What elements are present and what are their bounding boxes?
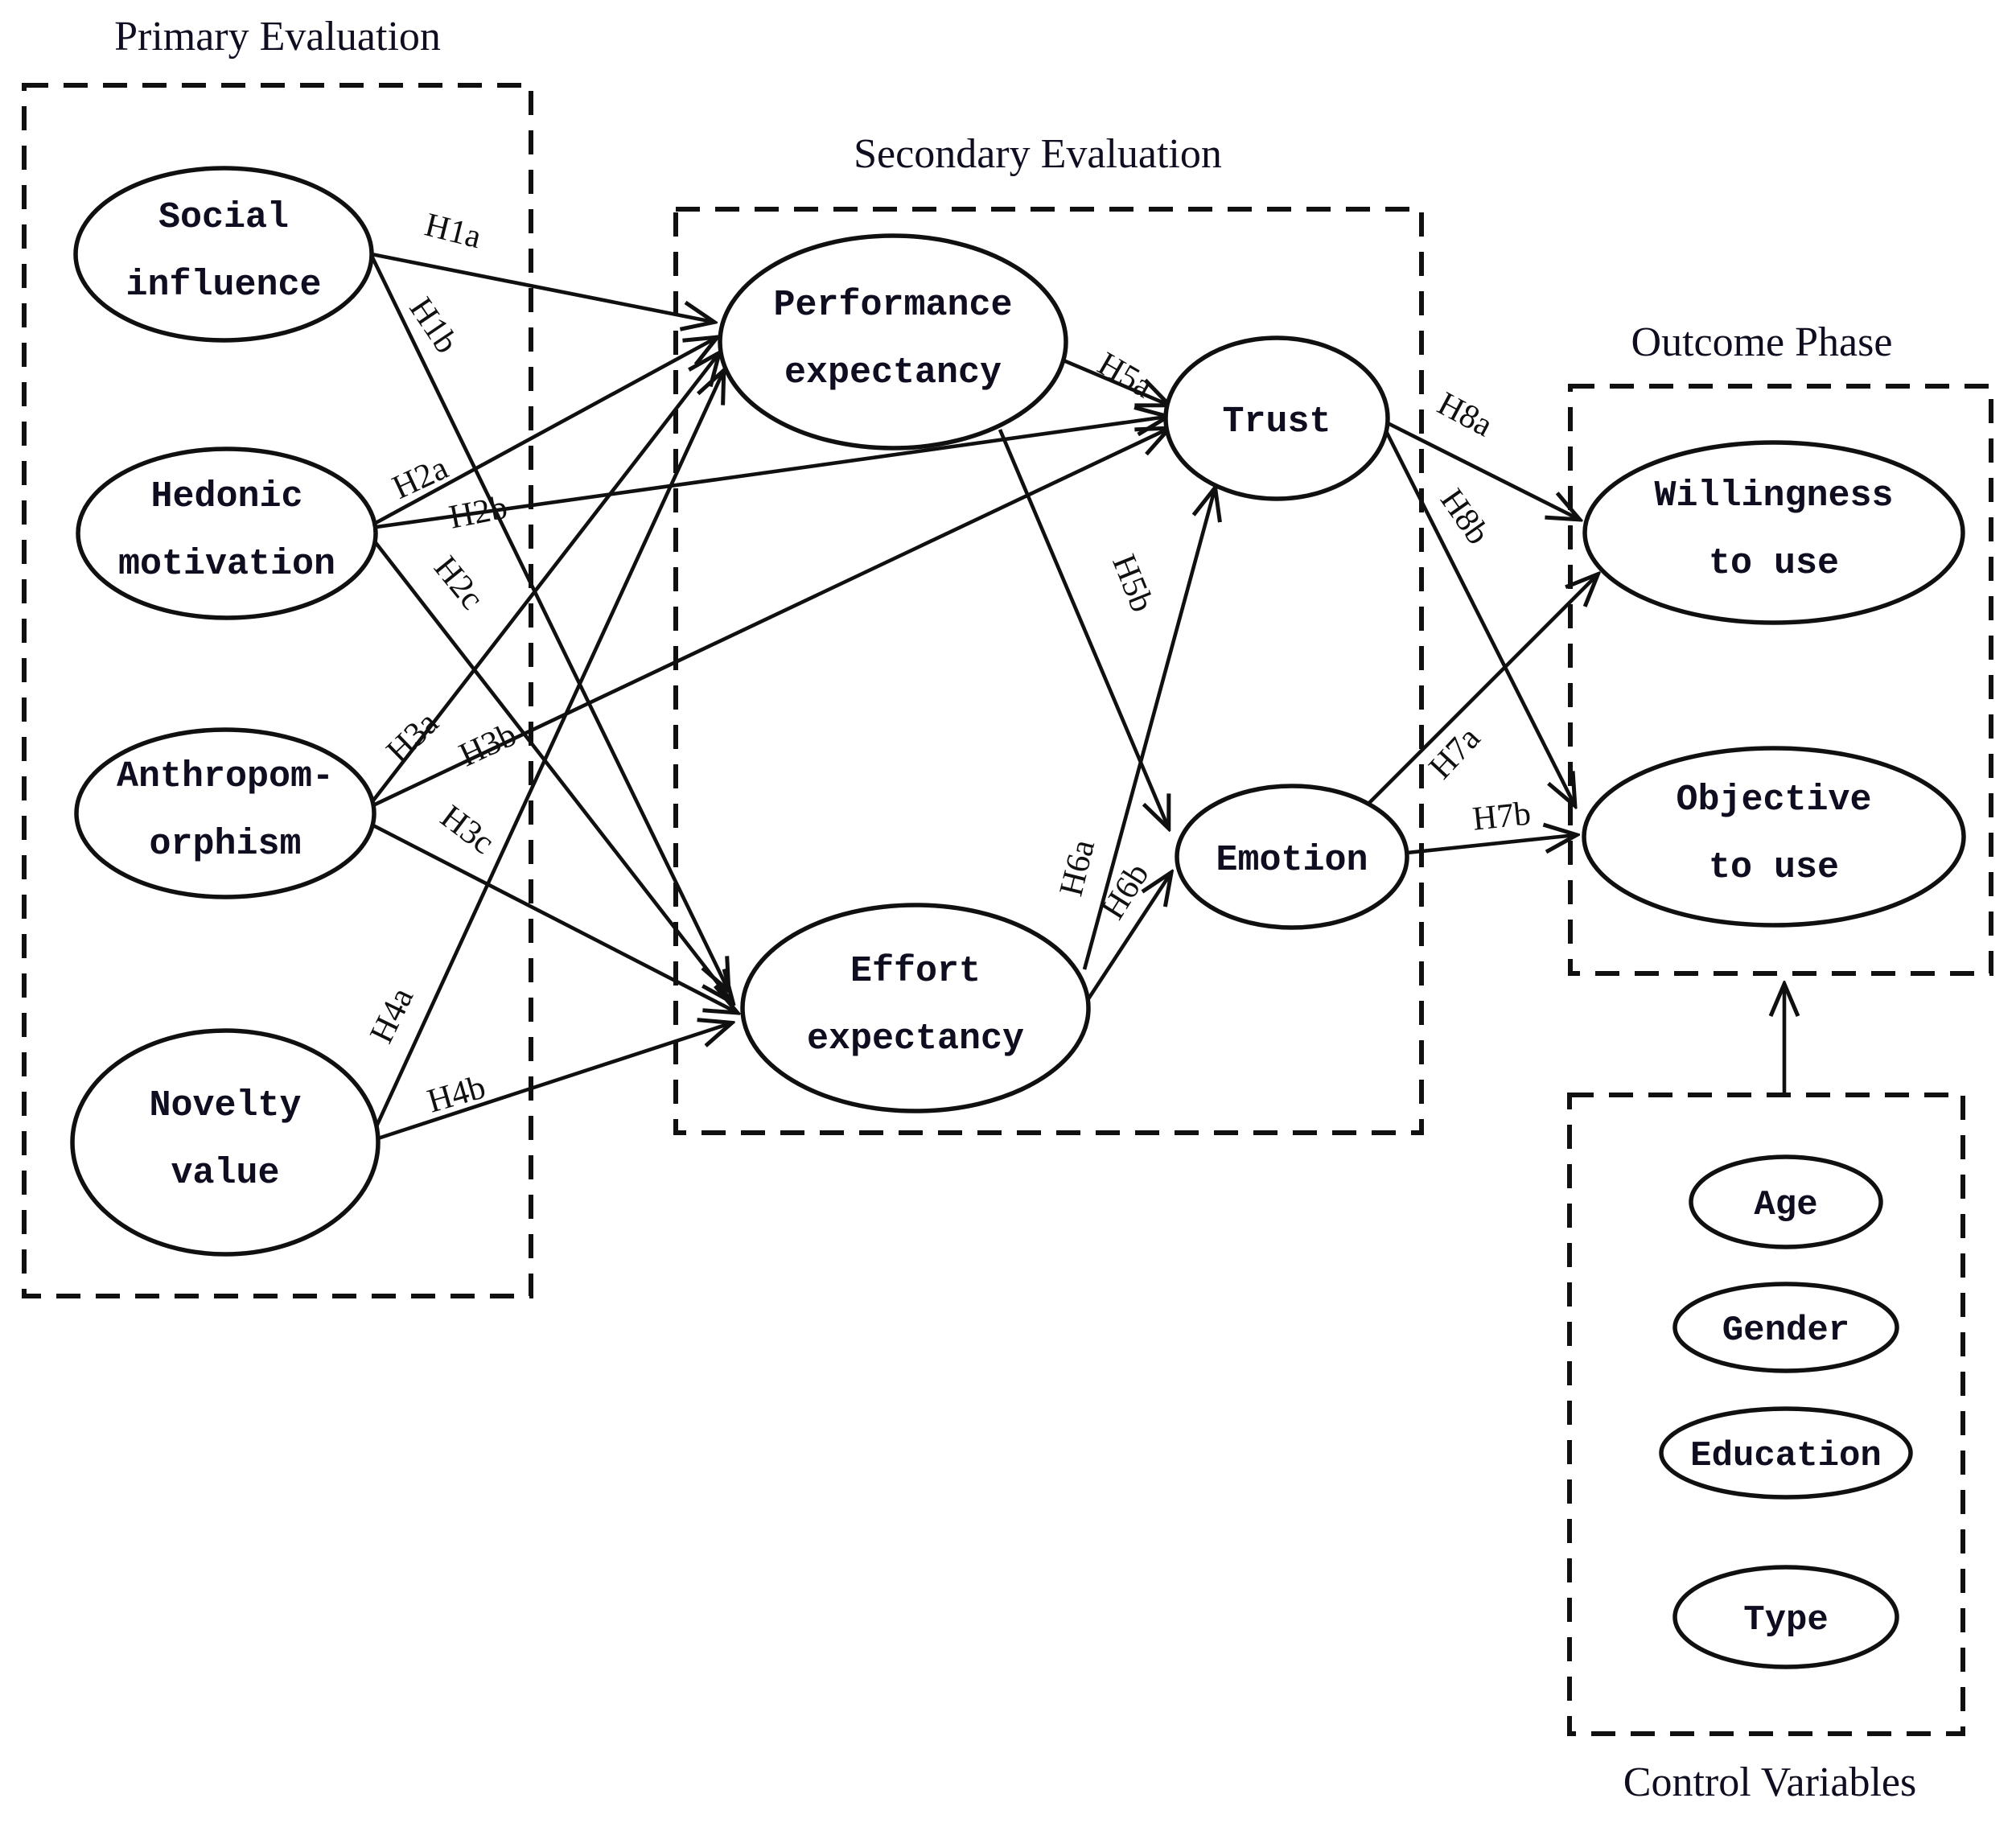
edge-h8b [1381,425,1574,805]
node-novelty-value: Novelty value [70,1028,381,1257]
node-anthropomorphism: Anthropom- orphism [74,727,376,899]
performance-expectancy-label-line2: expectancy [784,352,1002,393]
node-education: Education [1659,1406,1913,1500]
education-label: Education [1690,1436,1882,1476]
emotion-label: Emotion [1216,840,1368,881]
effort-expectancy-label-line2: expectancy [807,1018,1024,1060]
primary-evaluation-box [22,83,533,1298]
control-variables-box [1567,1093,1965,1736]
edge-h6a [1082,489,1215,970]
social-influence-ellipse [73,166,374,343]
willingness-to-use-label-line2: to use [1709,543,1839,584]
hedonic-motivation-ellipse [76,446,378,620]
edge-label-h6b: H6b [1094,857,1156,926]
edge-label-h1a: H1a [422,207,485,257]
emotion-ellipse [1175,784,1409,930]
edge-h2b [376,417,1166,529]
edge-label-h2b: H2b [446,489,511,537]
social-influence-label-line1: Social [158,197,289,238]
age-ellipse [1689,1154,1883,1249]
hedonic-motivation-label-line2: motivation [118,544,335,585]
node-hedonic-motivation: Hedonic motivation [76,446,378,620]
objective-to-use-label-line1: Objective [1676,780,1871,821]
edge-label-h2c: H2c [426,549,491,616]
node-objective-to-use: Objective to use [1582,746,1966,928]
edge-label-h3b: H3b [454,716,522,774]
anthropomorphism-label-line1: Anthropom- [117,756,334,797]
willingness-to-use-ellipse [1582,440,1965,625]
secondary-evaluation-title: Secondary Evaluation [854,131,1222,177]
edge-label-h1b: H1b [401,291,465,360]
edge-h2c [372,539,732,1002]
edge-h6b [1086,874,1171,1002]
edge-h1b [369,254,728,990]
novelty-value-ellipse [70,1028,381,1257]
willingness-to-use-label-line1: Willingness [1654,475,1893,516]
anthropomorphism-ellipse [74,727,376,899]
node-type: Type [1672,1565,1899,1669]
novelty-value-label-line2: value [171,1153,279,1194]
edge-h1a [371,252,713,322]
edge-label-h7b: H7b [1471,795,1533,837]
node-effort-expectancy: Effort expectancy [740,903,1091,1113]
node-willingness-to-use: Willingness to use [1582,440,1965,625]
edge-h4b [377,1023,730,1141]
objective-to-use-label-line2: to use [1709,847,1839,888]
performance-expectancy-label-line1: Performance [773,285,1012,326]
edge-label-h7a: H7a [1422,720,1488,787]
gender-label: Gender [1722,1311,1849,1351]
edge-h5b [998,429,1168,827]
social-influence-label-line2: influence [125,265,321,306]
edge-label-h2a: H2a [387,449,454,506]
edge-h8a [1384,420,1578,519]
edge-label-h3a: H3a [380,705,446,771]
outcome-phase-box [1568,384,1993,976]
node-gender: Gender [1672,1282,1899,1373]
edge-label-h3c: H3c [434,798,501,862]
edge-label-h4b: H4b [423,1068,489,1120]
node-trust: Trust [1163,335,1390,501]
edge-label-h6a: H6a [1053,836,1103,899]
node-social-influence: Social influence [73,166,374,343]
novelty-value-label-line1: Novelty [149,1085,301,1126]
trust-label: Trust [1222,401,1331,442]
gender-ellipse [1672,1282,1899,1373]
hedonic-motivation-label-line1: Hedonic [150,476,302,517]
edge-h4a [374,372,723,1127]
edge-h3c [370,822,736,1012]
type-label: Type [1743,1600,1829,1640]
edge-h2a [374,338,716,525]
education-ellipse [1659,1406,1913,1500]
trust-ellipse [1163,335,1390,501]
node-performance-expectancy: Performance expectancy [718,233,1068,451]
secondary-evaluation-box [673,207,1424,1135]
age-label: Age [1754,1185,1817,1225]
effort-expectancy-label-line1: Effort [850,951,981,992]
edge-h3a [372,354,718,802]
node-age: Age [1689,1154,1883,1249]
edge-h3b [374,429,1168,807]
control-variables-title: Control Variables [1623,1759,1916,1805]
primary-evaluation-title: Primary Evaluation [114,14,441,60]
type-ellipse [1672,1565,1899,1669]
edge-label-h8a: H8a [1431,385,1499,445]
effort-expectancy-ellipse [740,903,1091,1113]
objective-to-use-ellipse [1582,746,1966,928]
node-emotion: Emotion [1175,784,1409,930]
performance-expectancy-ellipse [718,233,1068,451]
edge-h5a [1063,358,1168,405]
edge-h7b [1406,835,1575,855]
anthropomorphism-label-line2: orphism [149,824,301,865]
edge-label-h4a: H4a [363,981,421,1048]
edge-h7a [1362,575,1597,810]
outcome-phase-title: Outcome Phase [1631,319,1893,365]
edge-label-h5b: H5b [1105,549,1161,617]
